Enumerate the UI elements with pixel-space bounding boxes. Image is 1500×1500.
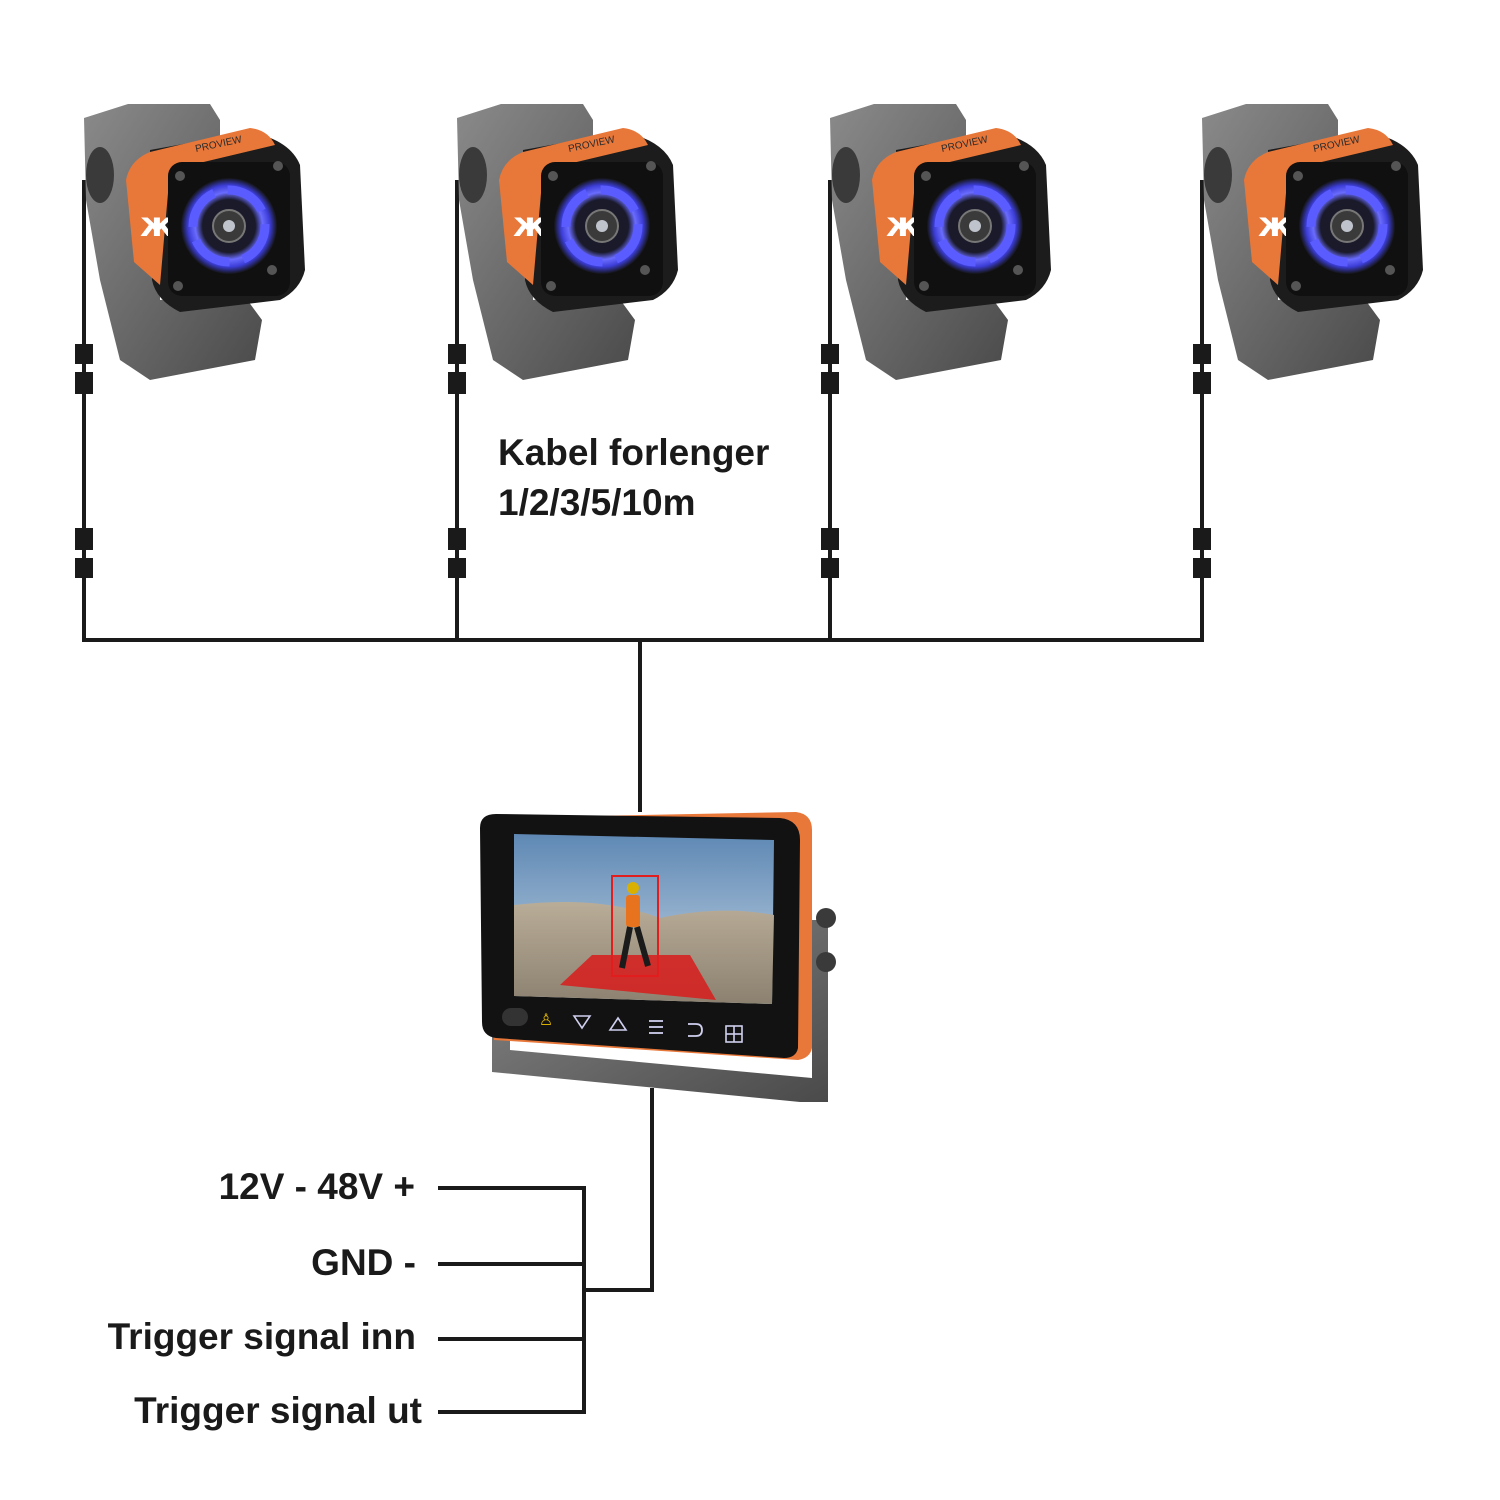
monitor-stand [492,920,828,1102]
camera-screw [1293,171,1303,181]
camera-shell [872,128,1021,285]
camera-lens-glass [1341,220,1353,232]
detected-person [619,882,651,969]
detection-box [611,875,659,977]
cable-connectors [75,344,1211,578]
camera-screw [1385,265,1395,275]
wire-label-gnd: GND - [311,1242,416,1283]
wire-label-trigger-in: Trigger signal inn [107,1316,416,1357]
camera-screw [173,281,183,291]
ir-led-segments [1306,185,1388,267]
camera-screw [640,265,650,275]
camera-shell [126,128,275,285]
camera-screw [175,171,185,181]
wire-label-trigger-out: Trigger signal ut [134,1390,422,1431]
power-harness-wires [438,1088,654,1414]
camera-screw [646,161,656,171]
mount-knob-upper [816,908,836,928]
wire-label-power: 12V - 48V + [218,1166,415,1207]
monitor-button-row: ♙ [502,1008,743,1043]
camera-screw [548,171,558,181]
camera-screw [267,265,277,275]
cable-extension-label: Kabel forlenger 1/2/3/5/10m [498,428,769,528]
camera-screw [1291,281,1301,291]
camera-screw [1013,265,1023,275]
cable-extension-title: Kabel forlenger [498,432,770,473]
menu-icon[interactable] [649,1020,663,1034]
camera-lens-glass [596,220,608,232]
monitor-screen [514,834,774,1004]
camera-screw [273,161,283,171]
camera-lens-glass [223,220,235,232]
power-button[interactable] [502,1008,528,1026]
up-triangle-icon[interactable] [608,1016,628,1031]
back-arrow-icon[interactable] [688,1023,703,1037]
camera-screw [921,171,931,181]
camera-lens-glass [969,220,981,232]
ir-led-segments [561,185,643,267]
grid-icon[interactable] [725,1025,743,1043]
cable-extension-lengths: 1/2/3/5/10m [498,482,696,523]
ir-led-segments [934,185,1016,267]
camera-shell [499,128,648,285]
mount-knob-lower [816,952,836,972]
monitor: ♙ [480,812,836,1102]
camera-screw [919,281,929,291]
camera-screw [546,281,556,291]
camera-shell [1244,128,1393,285]
camera-screw [1391,161,1401,171]
person-icon[interactable]: ♙ [539,1010,553,1029]
camera-harness-wires [82,180,1204,812]
danger-zone-overlay [560,955,716,1000]
ir-led-segments [188,185,270,267]
down-triangle-icon[interactable] [572,1015,592,1030]
camera-screw [1019,161,1029,171]
